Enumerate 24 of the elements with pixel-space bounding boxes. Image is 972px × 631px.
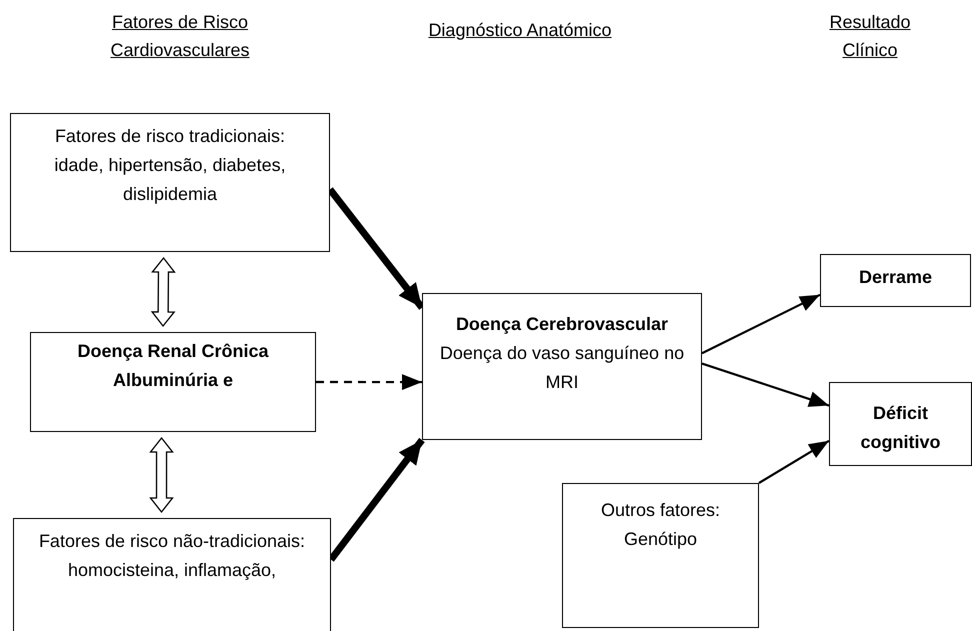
arrow (758, 440, 830, 484)
box-heading: Déficit cognitivo (860, 402, 942, 454)
box-text: Outros fatores: Genótipo (600, 499, 722, 551)
box-heading: Doença Cerebrovascular (456, 313, 668, 336)
box-heading: Doença Renal Crônica Albuminúria e (76, 340, 270, 392)
text-box (13, 518, 331, 631)
box-text: Fatores de risco tradicionais: idade, hipertensão, diabetes, dislipidemia (53, 125, 287, 206)
text-box (10, 113, 330, 252)
column-heading: Resultado Clínico (828, 11, 912, 62)
text-box (562, 483, 759, 628)
arrow (316, 374, 422, 390)
text-box (820, 254, 971, 307)
arrow (702, 294, 820, 354)
arrow (702, 362, 830, 407)
text-box (30, 332, 316, 432)
box-text: Fatores de risco não-tradicionais: homocisteina, inflamação, (38, 530, 306, 582)
double-arrow (149, 436, 174, 514)
column-heading: Fatores de Risco Cardiovasculares (109, 11, 251, 62)
text-box (829, 382, 972, 466)
double-arrow (150, 256, 176, 328)
box-text: Doença do vaso sanguíneo no MRI (438, 342, 686, 394)
column-heading: Diagnóstico Anatómico (427, 19, 613, 42)
text-box (422, 293, 702, 440)
box-heading: Derrame (858, 266, 932, 289)
